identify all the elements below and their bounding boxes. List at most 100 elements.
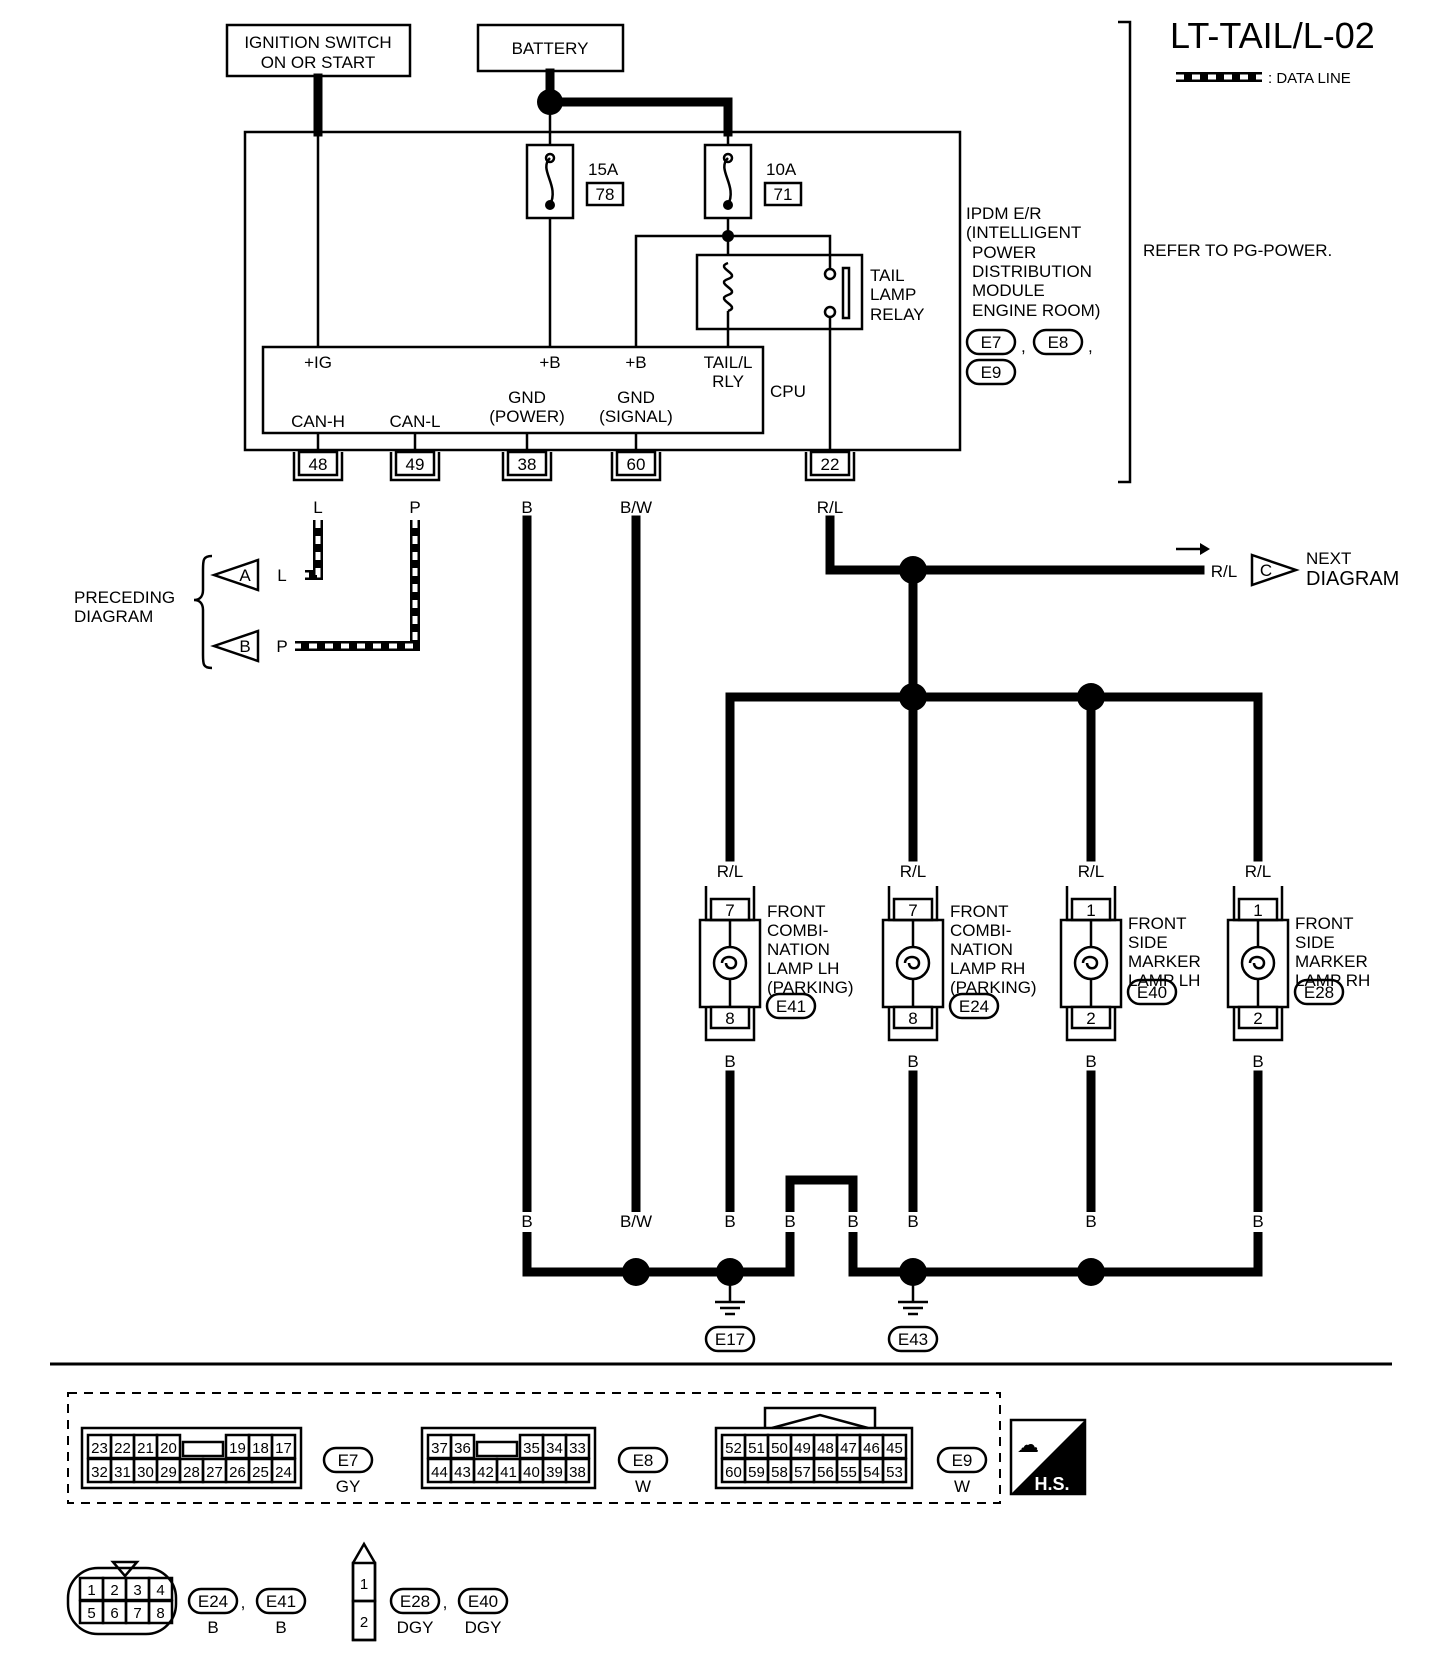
lamp-feed-bus — [725, 692, 1263, 862]
svg-text:8: 8 — [908, 1009, 917, 1028]
ipdm-connector-e9: E9 — [965, 358, 1017, 386]
preceding-label-2: DIAGRAM — [74, 607, 153, 626]
svg-text:B: B — [724, 1212, 735, 1231]
svg-text:38: 38 — [569, 1464, 586, 1481]
svg-text:MODULE: MODULE — [972, 281, 1045, 300]
svg-text:CAN-H: CAN-H — [291, 412, 345, 431]
svg-text:E9: E9 — [952, 1451, 973, 1470]
svg-text:3: 3 — [133, 1582, 141, 1599]
svg-text:E7: E7 — [981, 333, 1002, 352]
svg-text:51: 51 — [748, 1440, 765, 1457]
svg-text:56: 56 — [817, 1464, 834, 1481]
connector-tag-e8: E8W — [617, 1446, 669, 1496]
svg-text:29: 29 — [160, 1464, 177, 1481]
svg-text:(PARKING): (PARKING) — [950, 978, 1037, 997]
svg-text:31: 31 — [114, 1464, 131, 1481]
svg-text:8: 8 — [725, 1009, 734, 1028]
fuse-71-rating: 10A — [766, 160, 797, 179]
svg-text:P: P — [276, 637, 287, 656]
harness-side-badge: ☁ H.S. — [1009, 1418, 1087, 1496]
svg-text:B/W: B/W — [620, 1212, 652, 1231]
svg-text:RLY: RLY — [712, 372, 744, 391]
svg-text:COMBI-: COMBI- — [767, 921, 828, 940]
svg-text:B: B — [1252, 1052, 1263, 1071]
svg-text:R/L: R/L — [900, 862, 926, 881]
data-line-legend-label: : DATA LINE — [1268, 70, 1351, 87]
cpu-label: CPU — [770, 382, 806, 401]
svg-text:IPDM E/R: IPDM E/R — [966, 204, 1042, 223]
svg-text:CAN-L: CAN-L — [389, 412, 440, 431]
svg-text:MARKER: MARKER — [1128, 952, 1201, 971]
svg-text:4: 4 — [156, 1582, 164, 1599]
pin-49: 49 — [389, 450, 441, 482]
svg-text:22: 22 — [114, 1440, 131, 1457]
svg-text:E43: E43 — [898, 1330, 928, 1349]
svg-text:E9: E9 — [981, 363, 1002, 382]
svg-text:B: B — [847, 1212, 858, 1231]
battery-splice — [537, 89, 563, 115]
svg-text:6: 6 — [110, 1605, 118, 1622]
svg-text:35: 35 — [523, 1440, 540, 1457]
svg-text:28: 28 — [183, 1464, 200, 1481]
svg-text:(INTELLIGENT: (INTELLIGENT — [966, 223, 1081, 242]
svg-text:20: 20 — [160, 1440, 177, 1457]
svg-text:E7: E7 — [338, 1451, 359, 1470]
fuse-78-number: 78 — [596, 185, 615, 204]
refer-text: REFER TO PG-POWER. — [1143, 241, 1332, 260]
connector-c-arrow: C — [1250, 553, 1300, 587]
connector-tag-e9: E9W — [936, 1446, 988, 1496]
svg-text:B: B — [784, 1212, 795, 1231]
svg-text:57: 57 — [794, 1464, 811, 1481]
relay-label-2: LAMP — [870, 285, 916, 304]
svg-text:R/L: R/L — [817, 498, 843, 517]
next-label-2: DIAGRAM — [1306, 568, 1399, 590]
svg-text:A: A — [239, 566, 251, 585]
svg-text:2: 2 — [1253, 1009, 1262, 1028]
svg-text:34: 34 — [546, 1440, 563, 1457]
svg-text:39: 39 — [546, 1464, 563, 1481]
svg-text:44: 44 — [431, 1464, 448, 1481]
svg-text:B: B — [239, 637, 250, 656]
svg-text:52: 52 — [725, 1440, 742, 1457]
svg-text:DGY: DGY — [397, 1618, 434, 1637]
svg-text:GY: GY — [336, 1477, 361, 1496]
svg-text:18: 18 — [252, 1440, 269, 1457]
svg-text:B: B — [1252, 1212, 1263, 1231]
svg-text:SIDE: SIDE — [1128, 933, 1168, 952]
fuse-78-rating: 15A — [588, 160, 619, 179]
ipdm-box — [243, 130, 962, 452]
diagram-title: LT-TAIL/L-02 — [1170, 15, 1375, 56]
pin-48: 48 — [292, 450, 344, 482]
svg-text:7: 7 — [725, 901, 734, 920]
svg-text:ENGINE ROOM): ENGINE ROOM) — [972, 301, 1100, 320]
svg-text:1: 1 — [1086, 901, 1095, 920]
svg-text:C: C — [1260, 561, 1272, 580]
svg-text:B/W: B/W — [620, 498, 652, 517]
svg-text:(POWER): (POWER) — [489, 407, 565, 426]
svg-text:NATION: NATION — [950, 940, 1013, 959]
lamp-connector-label: E24 — [959, 997, 989, 1016]
ground-bus-left — [522, 1175, 1263, 1277]
connector-view-e28: 12 — [351, 1541, 377, 1642]
rl-feed-wire — [825, 515, 1205, 575]
svg-text:41: 41 — [500, 1464, 517, 1481]
svg-text:23: 23 — [91, 1440, 108, 1457]
svg-text:19: 19 — [229, 1440, 246, 1457]
preceding-label-1: PRECEDING — [74, 588, 175, 607]
tail-lamp-relay — [695, 253, 864, 331]
svg-text:8: 8 — [156, 1605, 164, 1622]
svg-text:L: L — [313, 498, 322, 517]
svg-text:GND: GND — [617, 388, 655, 407]
svg-text:7: 7 — [908, 901, 917, 920]
svg-text:17: 17 — [275, 1440, 292, 1457]
ground-e43: E43 — [887, 1272, 939, 1353]
svg-text:2: 2 — [1086, 1009, 1095, 1028]
svg-text:(PARKING): (PARKING) — [767, 978, 854, 997]
